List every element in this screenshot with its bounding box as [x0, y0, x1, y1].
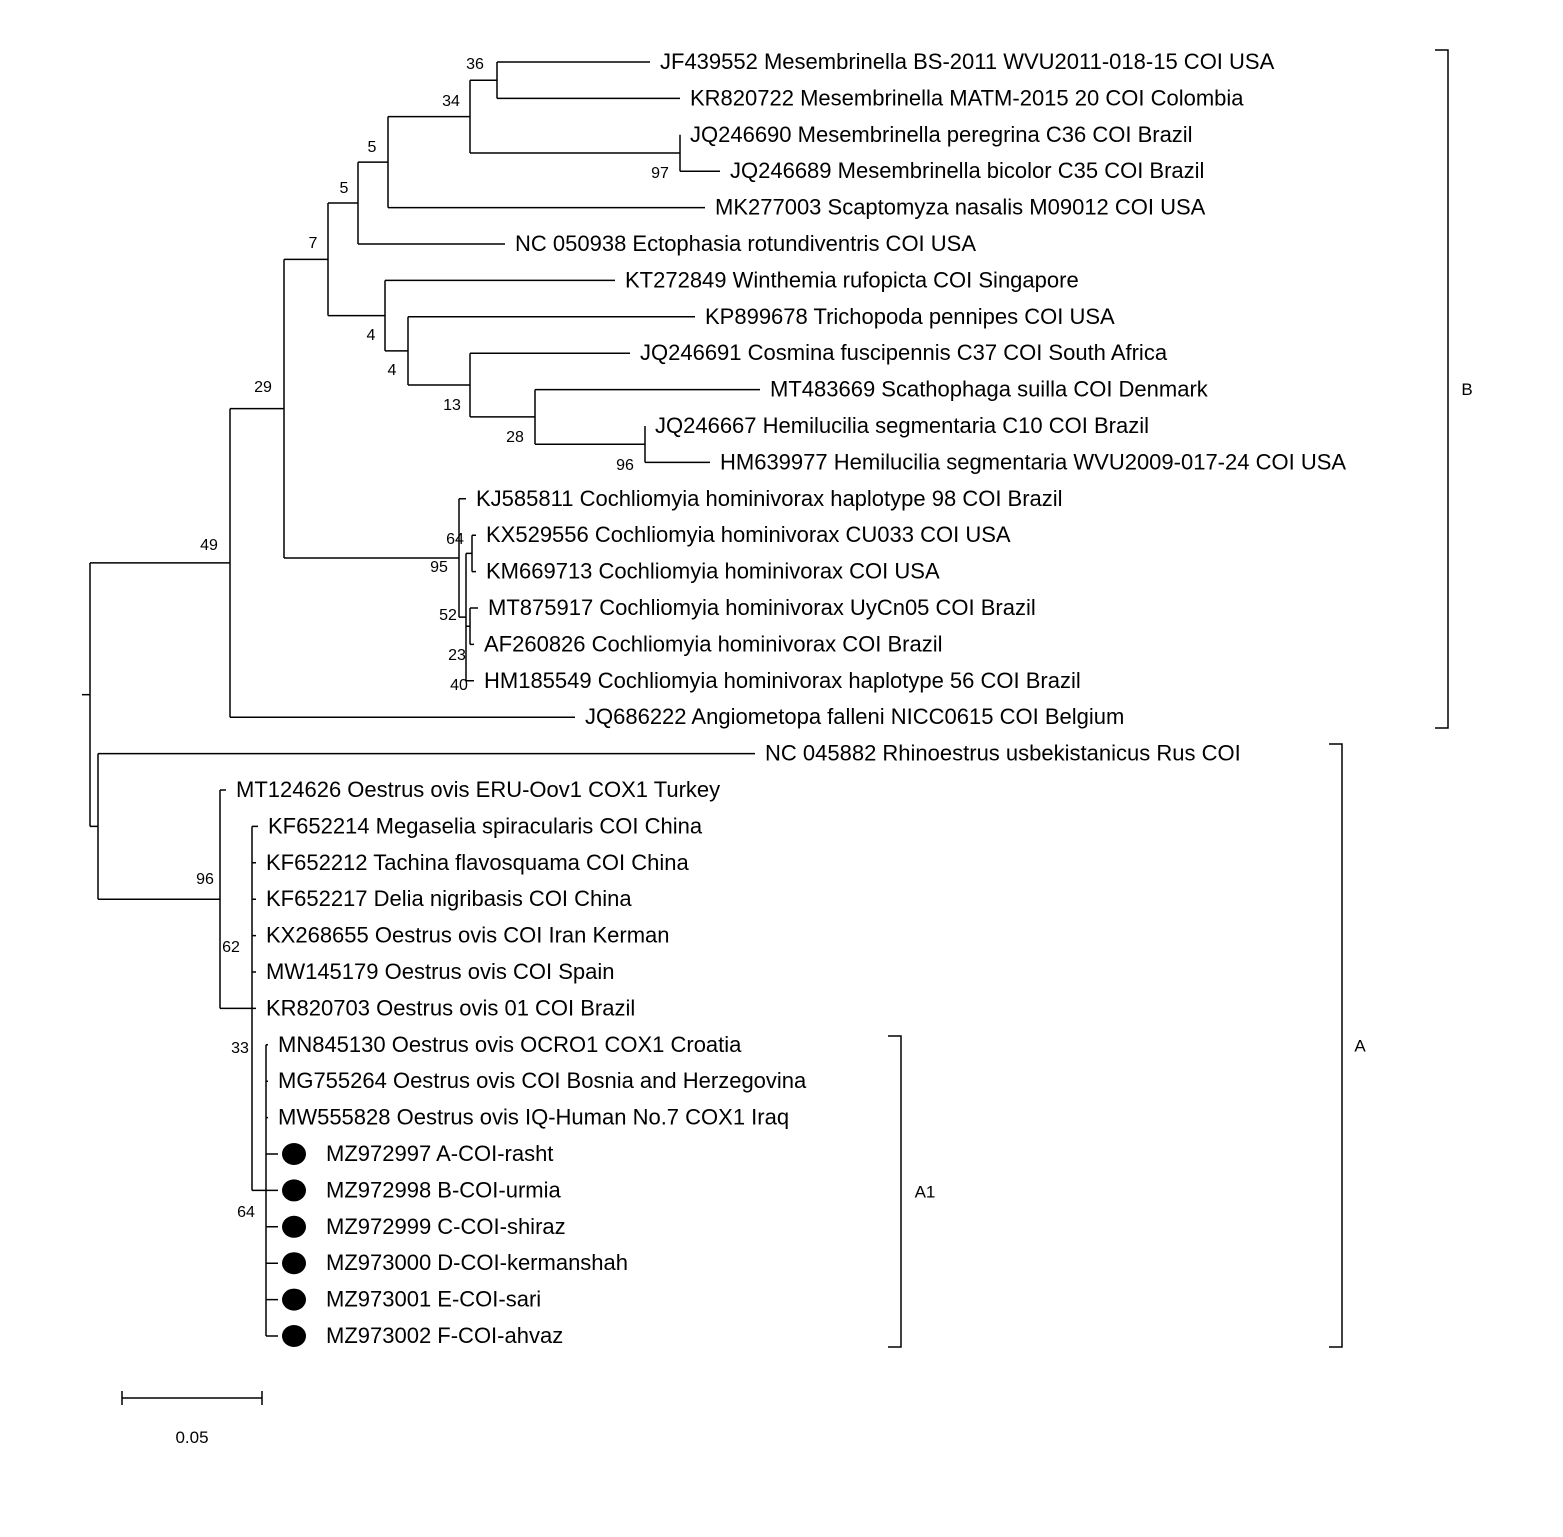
leaf-label: KT272849 Winthemia rufopicta COI Singapo…: [625, 267, 1079, 292]
bootstrap-value: 13: [443, 397, 461, 414]
clade-label: B: [1461, 380, 1472, 399]
bootstrap-value: 52: [439, 607, 457, 624]
bootstrap-value: 23: [448, 647, 466, 664]
bootstrap-value: 4: [367, 327, 376, 344]
scale-bar: 0.05: [121, 1391, 263, 1447]
leaf-label: MZ972998 B-COI-urmia: [326, 1177, 562, 1202]
scale-bar-label: 0.05: [175, 1428, 208, 1447]
tree-branch: [458, 498, 466, 618]
bootstrap-value: 4: [388, 362, 397, 379]
leaf-label: MG755264 Oestrus ovis COI Bosnia and Her…: [278, 1068, 807, 1093]
tree-branch: [471, 534, 476, 573]
tree-branch: [469, 352, 630, 418]
bootstrap-value: 62: [222, 939, 240, 956]
leaf-label: KF652217 Delia nigribasis COI China: [266, 886, 632, 911]
leaf-label: JQ686222 Angiometopa falleni NICC0615 CO…: [585, 704, 1124, 729]
bootstrap-value: 36: [466, 56, 484, 73]
sample-marker-icon: [282, 1179, 306, 1202]
bootstrap-values: 36 34 5 5 97 7 29 49 4 4 13 28 96 64 95 52 23 40 96 62 33 64: [196, 56, 669, 1221]
bootstrap-value: 5: [368, 139, 377, 156]
leaf-labels: JF439552 Mesembrinella BS-2011 WVU2011-0…: [236, 49, 1346, 1348]
leaf-label: MT124626 Oestrus ovis ERU-Oov1 COX1 Turk…: [236, 777, 720, 802]
clade-label: A: [1354, 1037, 1366, 1056]
leaf-label: NC 045882 Rhinoestrus usbekistanicus Rus…: [765, 741, 1241, 766]
clade-brackets: B A A1: [888, 49, 1473, 1348]
sample-marker-icon: [282, 1325, 306, 1347]
sample-marker-icon: [282, 1215, 306, 1238]
tree-branch: [469, 607, 478, 646]
tree-branch: [387, 115, 705, 209]
bootstrap-value: 96: [616, 457, 634, 474]
clade-label: A1: [915, 1183, 936, 1202]
tree-branch: [469, 79, 680, 154]
tree-branch: [283, 258, 459, 559]
leaf-label: KP899678 Trichopoda pennipes COI USA: [705, 304, 1115, 329]
leaf-label: KF652212 Tachina flavosquama COI China: [266, 850, 690, 875]
bootstrap-value: 64: [446, 531, 464, 548]
leaf-label: KX529556 Cochliomyia hominivorax CU033 C…: [486, 522, 1011, 547]
leaf-label: KX268655 Oestrus ovis COI Iran Kerman: [266, 923, 670, 948]
tree-branch: [265, 1044, 278, 1337]
bootstrap-value: 97: [651, 165, 669, 182]
bootstrap-value: 95: [430, 559, 448, 576]
clade-bracket: [888, 1035, 902, 1348]
leaf-label: MT483669 Scathophaga suilla COI Denmark: [770, 377, 1209, 402]
leaf-label: AF260826 Cochliomyia hominivorax COI Bra…: [484, 631, 943, 656]
sample-marker-icon: [282, 1288, 306, 1311]
clade-bracket: [1329, 743, 1343, 1348]
leaf-label: MW145179 Oestrus ovis COI Spain: [266, 959, 614, 984]
leaf-label: KR820703 Oestrus ovis 01 COI Brazil: [266, 995, 635, 1020]
leaf-label: KF652214 Megaselia spiracularis COI Chin…: [268, 813, 703, 838]
bootstrap-value: 33: [231, 1040, 249, 1057]
leaf-label: MZ972997 A-COI-rasht: [326, 1141, 553, 1166]
leaf-label: JQ246690 Mesembrinella peregrina C36 COI…: [690, 122, 1193, 147]
leaf-label: MZ973002 F-COI-ahvaz: [326, 1323, 563, 1348]
tree-branch: [384, 279, 615, 352]
leaf-label: MK277003 Scaptomyza nasalis M09012 COI U…: [715, 195, 1206, 220]
bootstrap-value: 29: [254, 379, 272, 396]
scale-bar-line: [121, 1391, 263, 1405]
leaf-label: MZ973000 D-COI-kermanshah: [326, 1250, 628, 1275]
bootstrap-value: 64: [237, 1204, 255, 1221]
leaf-label: JQ246689 Mesembrinella bicolor C35 COI B…: [730, 158, 1204, 183]
leaf-label: MW555828 Oestrus ovis IQ-Human No.7 COX1…: [278, 1105, 789, 1130]
bootstrap-value: 34: [442, 93, 460, 110]
tree-branches: [82, 61, 760, 1337]
tree-branch: [327, 202, 385, 317]
leaf-label: NC 050938 Ectophasia rotundiventris COI …: [515, 231, 976, 256]
sample-marker-icon: [282, 1252, 306, 1275]
bootstrap-value: 7: [309, 235, 318, 252]
leaf-label: JQ246667 Hemilucilia segmentaria C10 COI…: [655, 413, 1149, 438]
tree-branch: [357, 161, 505, 245]
tree-branch: [496, 61, 680, 100]
bootstrap-value: 28: [506, 429, 524, 446]
leaf-label: MT875917 Cochliomyia hominivorax UyCn05 …: [488, 595, 1036, 620]
leaf-label: HM639977 Hemilucilia segmentaria WVU2009…: [720, 449, 1346, 474]
leaf-label: MZ972999 C-COI-shiraz: [326, 1214, 566, 1239]
clade-bracket: [1435, 49, 1449, 729]
tree-branch: [219, 789, 252, 1010]
bootstrap-value: 49: [200, 537, 218, 554]
tree-branch: [89, 562, 230, 828]
sample-markers: [282, 1143, 306, 1347]
tree-branch: [251, 825, 266, 1192]
bootstrap-value: 96: [196, 871, 214, 888]
leaf-label: KM669713 Cochliomyia hominivorax COI USA: [486, 559, 940, 584]
leaf-label: JF439552 Mesembrinella BS-2011 WVU2011-0…: [660, 49, 1275, 74]
bootstrap-value: 40: [450, 677, 468, 694]
leaf-label: KR820722 Mesembrinella MATM-2015 20 COI …: [690, 85, 1244, 110]
sample-marker-icon: [282, 1143, 306, 1165]
leaf-label: HM185549 Cochliomyia hominivorax haploty…: [484, 668, 1081, 693]
leaf-label: JQ246691 Cosmina fuscipennis C37 COI Sou…: [640, 340, 1168, 365]
bootstrap-value: 5: [340, 180, 349, 197]
leaf-label: MN845130 Oestrus ovis OCRO1 COX1 Croatia: [278, 1032, 742, 1057]
leaf-label: MZ973001 E-COI-sari: [326, 1287, 541, 1312]
leaf-label: KJ585811 Cochliomyia hominivorax haploty…: [476, 486, 1063, 511]
